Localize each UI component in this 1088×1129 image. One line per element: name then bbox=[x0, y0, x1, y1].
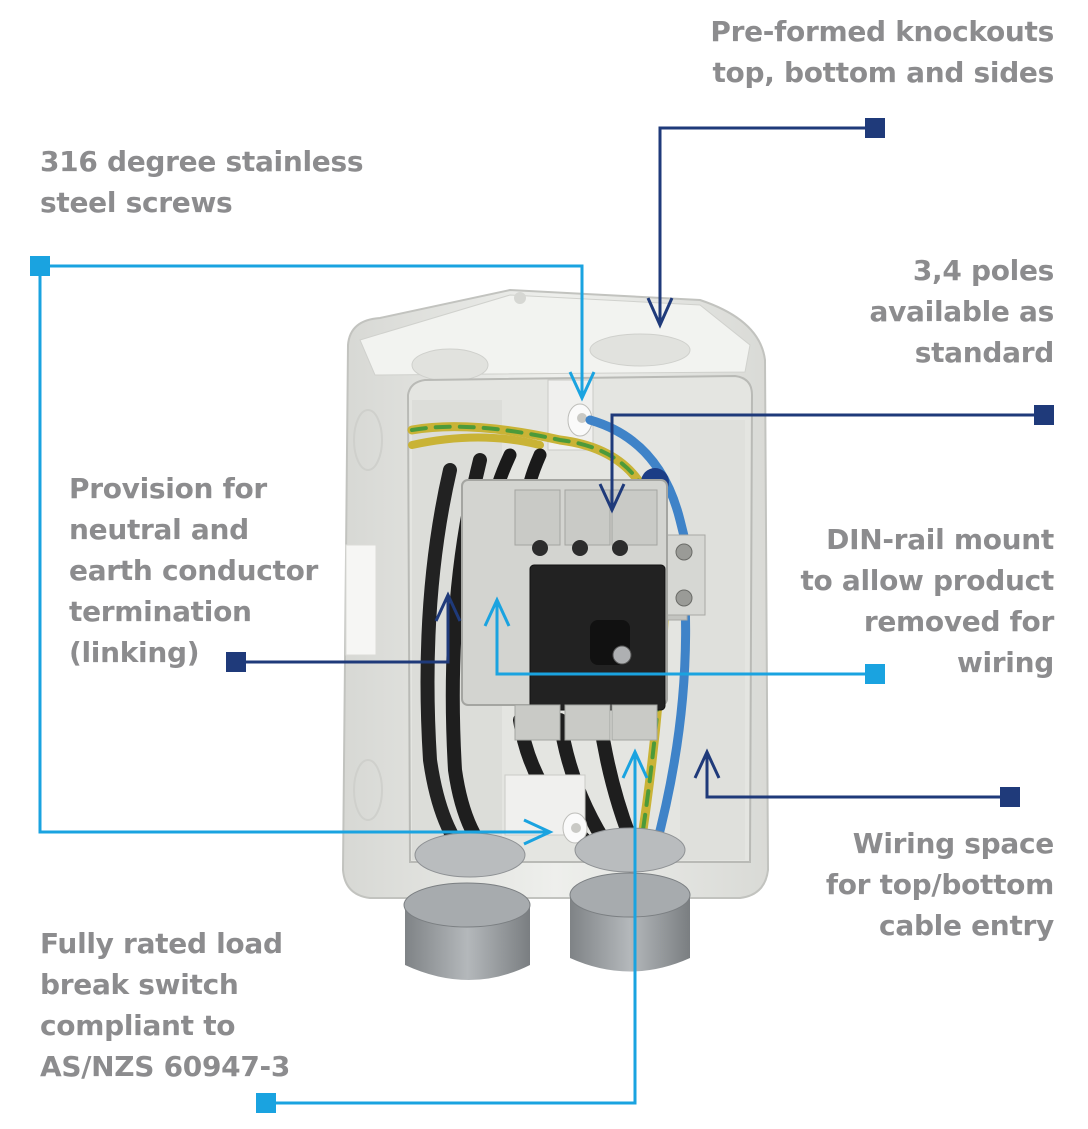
leader-neutral bbox=[226, 591, 462, 672]
callout-line: wiring bbox=[956, 646, 1054, 679]
callout-line: top, bottom and sides bbox=[712, 56, 1054, 89]
callout-line: Wiring space bbox=[852, 827, 1055, 860]
cable-glands bbox=[403, 827, 691, 980]
leader-load-break bbox=[256, 748, 649, 1113]
leader-din bbox=[483, 596, 885, 684]
callout-line: 316 degree stainless bbox=[40, 145, 364, 178]
callout-line: for top/bottom bbox=[825, 868, 1054, 901]
callout-line: compliant to bbox=[40, 1009, 236, 1042]
callout-line: AS/NZS 60947-3 bbox=[40, 1050, 291, 1083]
leader-screws-bottom bbox=[38, 276, 554, 846]
bottom-screw-post bbox=[504, 774, 588, 844]
callout-line: Fully rated load bbox=[40, 927, 283, 960]
leader-screws bbox=[30, 256, 596, 402]
callout-wiring-space: Wiring space for top/bottom cable entry bbox=[826, 823, 1054, 946]
callout-din: DIN-rail mount to allow product removed … bbox=[800, 519, 1054, 683]
callout-line: earth conductor bbox=[69, 554, 319, 587]
callout-line: removed for bbox=[863, 605, 1054, 638]
callout-line: (linking) bbox=[69, 636, 200, 669]
callout-line: 3,4 poles bbox=[912, 254, 1054, 287]
callout-line: steel screws bbox=[40, 186, 233, 219]
callout-line: standard bbox=[914, 336, 1055, 369]
callout-knockouts: Pre-formed knockouts top, bottom and sid… bbox=[710, 11, 1054, 93]
callout-line: cable entry bbox=[879, 909, 1054, 942]
callout-load-break: Fully rated load break switch compliant … bbox=[40, 923, 290, 1087]
callout-neutral: Provision for neutral and earth conducto… bbox=[69, 468, 318, 673]
leader-knockouts bbox=[646, 118, 885, 329]
leader-wiring-space bbox=[693, 748, 1020, 807]
callout-line: Provision for bbox=[69, 472, 267, 505]
callout-line: neutral and bbox=[69, 513, 249, 546]
callout-line: Pre-formed knockouts bbox=[710, 15, 1054, 48]
callout-screws: 316 degree stainless steel screws bbox=[40, 141, 364, 223]
callout-poles: 3,4 poles available as standard bbox=[869, 250, 1055, 373]
callout-line: break switch bbox=[40, 968, 239, 1001]
callout-line: to allow product bbox=[800, 564, 1054, 597]
callout-line: termination bbox=[69, 595, 252, 628]
callout-line: available as bbox=[869, 295, 1055, 328]
callout-line: DIN-rail mount bbox=[826, 523, 1054, 556]
leader-poles bbox=[598, 405, 1054, 514]
